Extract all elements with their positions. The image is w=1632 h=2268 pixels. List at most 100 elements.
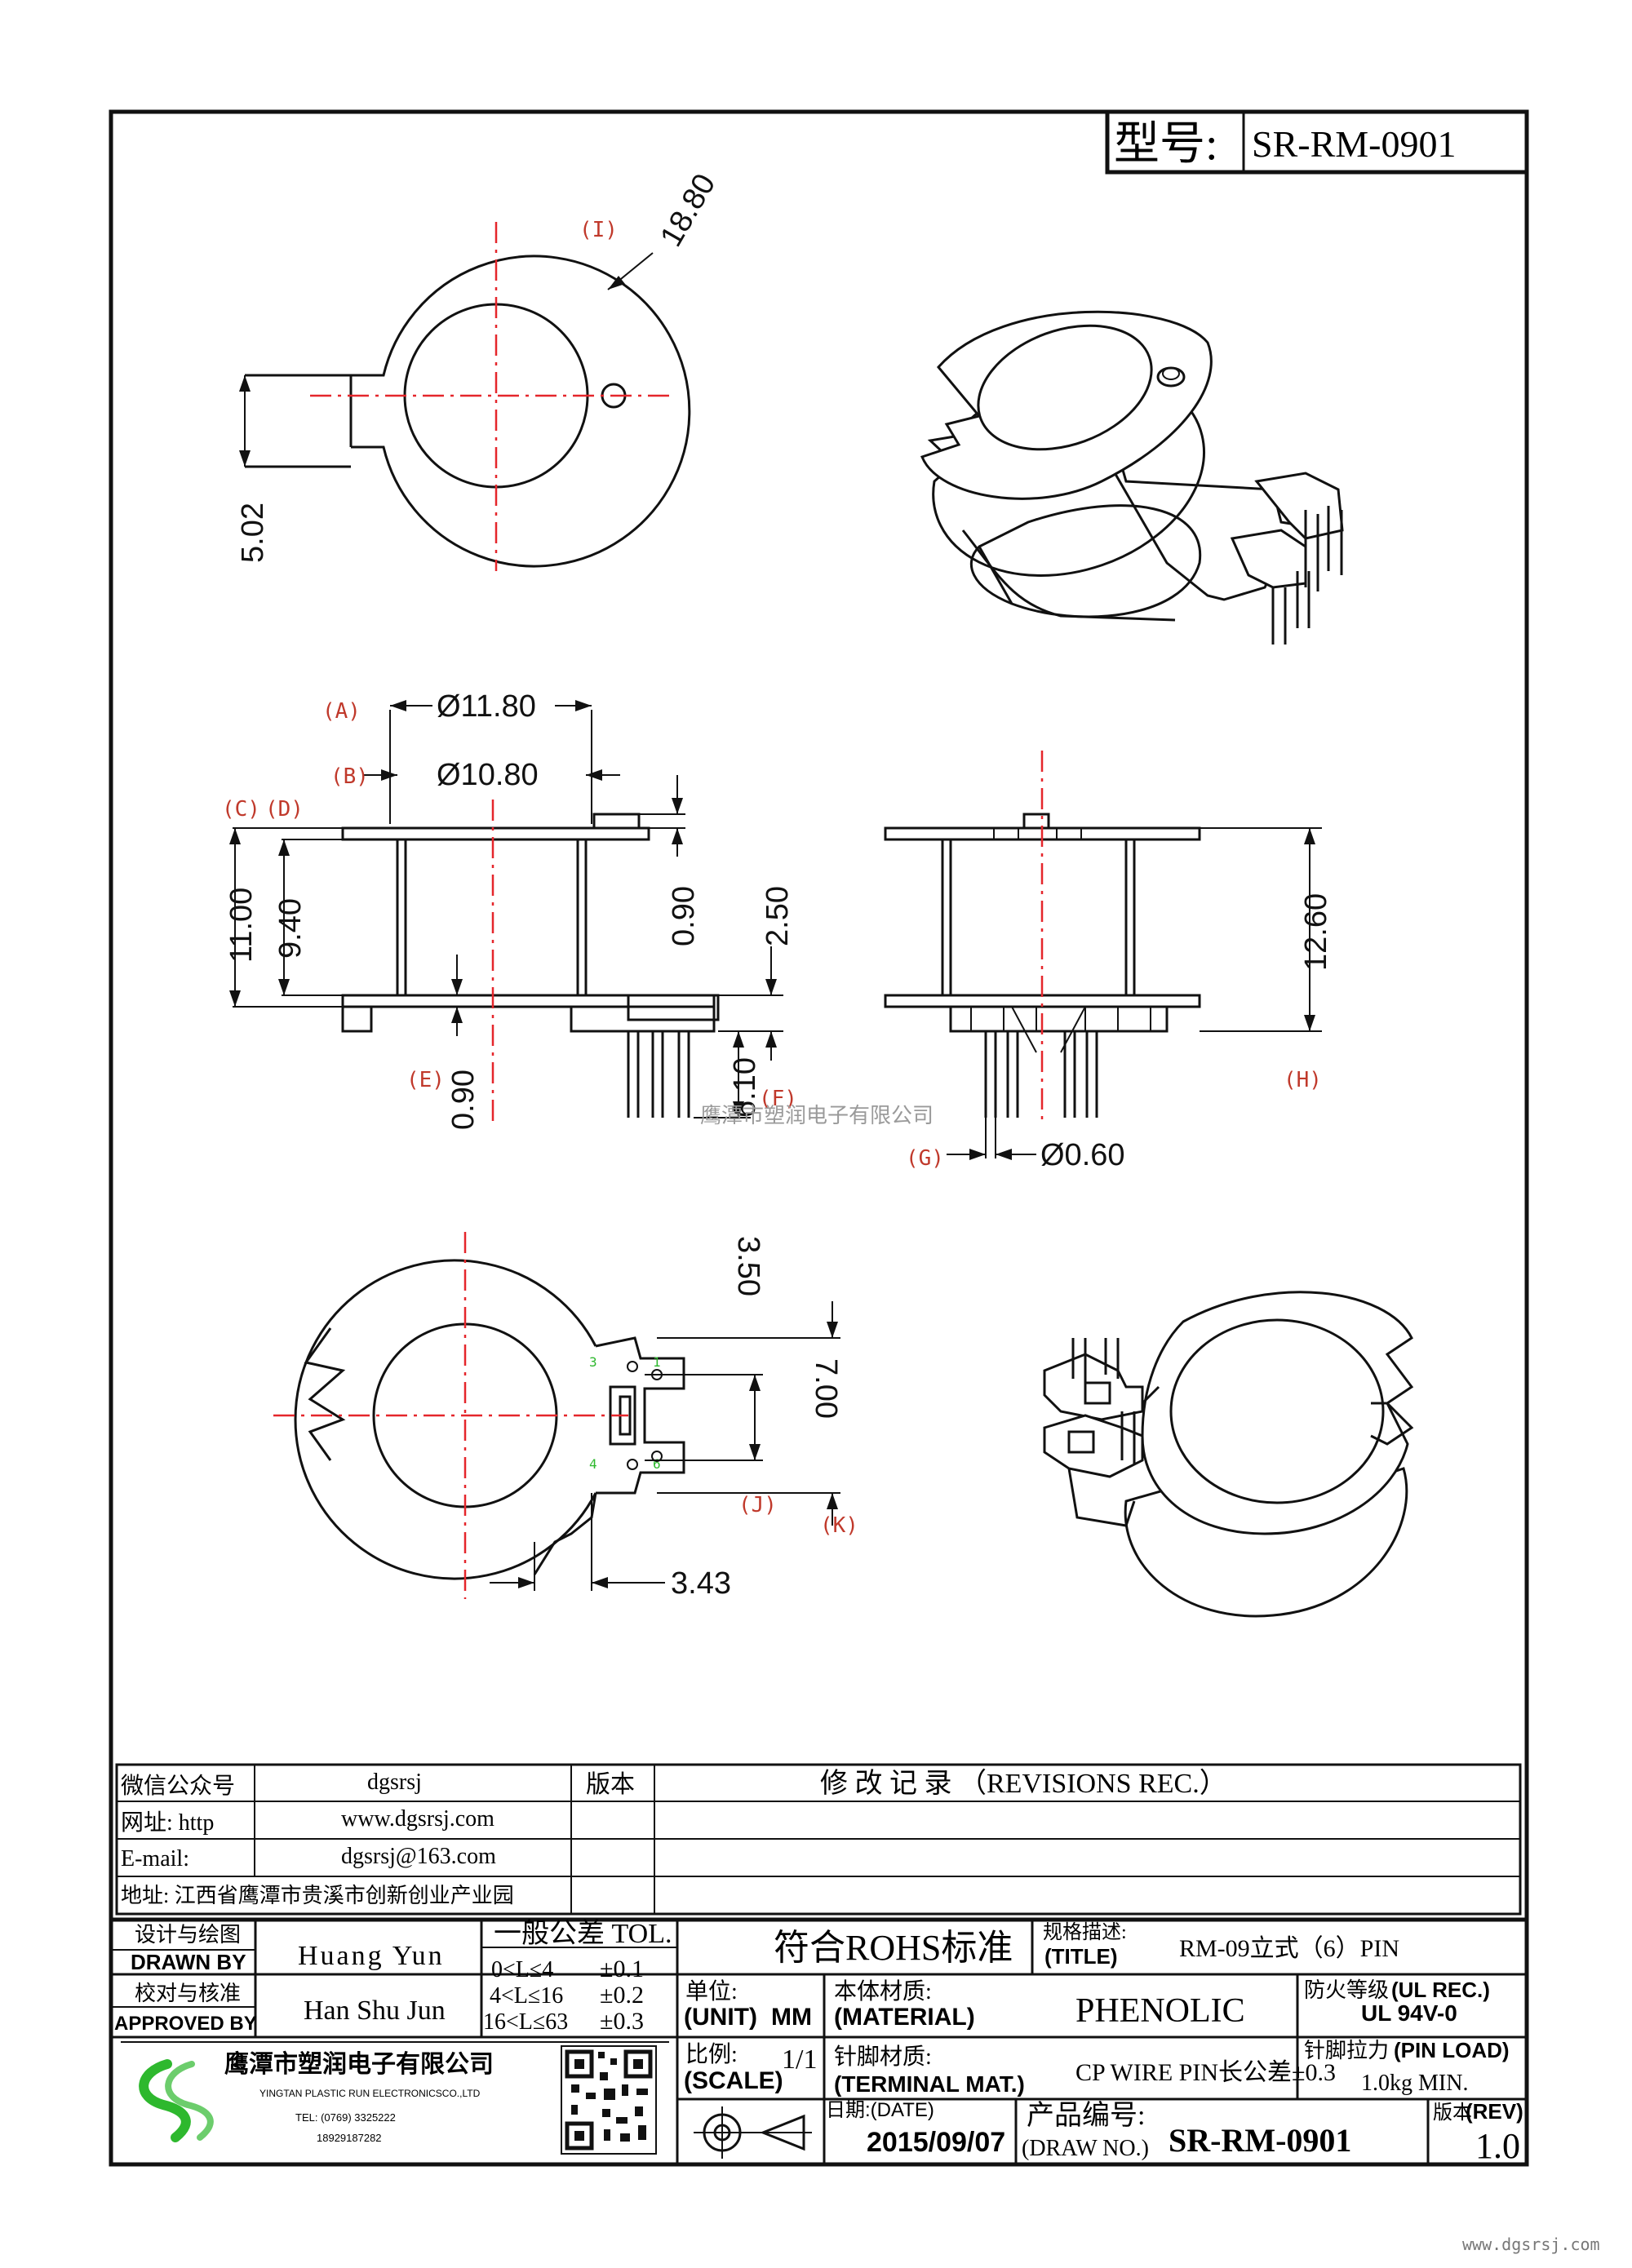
iso-view-lower [1043,1291,1414,1618]
model-label: 型号: [1114,119,1218,170]
web-label: 网址: http [121,1810,214,1836]
material-value: PHENOLIC [1075,1992,1245,2030]
terminal-value: CP WIRE PIN长公差±0.3 [1075,2059,1336,2086]
dim-dia-outer: Ø11.80 [437,689,536,724]
web-value: www.dgsrsj.com [341,1806,494,1832]
label-E: (E) [406,1068,445,1092]
label-D: (D) [265,797,304,822]
tol-range-1: 0<L≤4 [491,1957,553,1982]
unit-en: (UNIT) [684,2004,757,2031]
dim-pin-dia: Ø0.60 [1040,1138,1125,1172]
email-label: E-mail: [121,1846,189,1872]
label-H: (H) [1284,1068,1322,1092]
wechat-label: 微信公众号 [121,1773,235,1799]
dim-base-height: 2.50 [761,886,795,946]
tol-value-3: ±0.3 [600,2008,644,2035]
company-logo-icon [139,2059,214,2142]
footer-url: www.dgsrsj.com [1462,2235,1600,2254]
fire-en: (UL REC.) [1391,1978,1490,2002]
dim-top-slot: 5.02 [236,503,270,563]
contact-revisions-block [115,1763,1522,1916]
rev-value: 1.0 [1475,2126,1520,2166]
label-C: (C) [222,797,260,822]
company-tel: TEL: (0769) 3325222 [295,2111,396,2124]
dim-height-total: 11.00 [224,888,259,963]
watermark: 鹰潭市塑润电子有限公司 [700,1103,934,1127]
rev-cn: 版本 [1433,2102,1472,2124]
unit-value: MM [771,2004,812,2031]
model-header: 型号: SR-RM-0901 [1105,109,1529,175]
email-value: dgsrsj@163.com [341,1844,496,1869]
company-name-cn: 鹰潭市塑润电子有限公司 [224,2050,494,2078]
front-view: Ø11.80 (A) Ø10.80 (B) 11.00 9.40 (C) (D)… [222,689,797,1130]
pin-number-3: 3 [589,1354,597,1370]
material-en: (MATERIAL) [834,2004,975,2031]
label-A: (A) [322,699,361,724]
material-cn: 本体材质: [834,1978,932,2004]
drawno-cn: 产品编号: [1027,2100,1145,2131]
revisions-title: 修 改 记 录 （REVISIONS REC.） [820,1768,1227,1799]
pin-number-4: 4 [589,1456,597,1472]
dim-pin-length: 6.10 [728,1057,762,1118]
date-value: 2015/09/07 [867,2127,1005,2158]
tol-value-2: ±0.2 [600,1982,644,2009]
tol-title: 一般公差 TOL. [494,1918,672,1949]
side-view: 12.60 (H) Ø0.60 (G) [884,751,1333,1172]
model-value: SR-RM-0901 [1252,123,1456,165]
label-K: (K) [820,1513,858,1538]
spec-value: RM-09立式（6）PIN [1179,1935,1399,1962]
terminal-en: (TERMINAL MAT.) [834,2071,1025,2097]
rohs-text: 符合ROHS标准 [774,1928,1013,1968]
address: 地址: 江西省鹰潭市贵溪市创新创业产业园 [121,1884,514,1907]
bottom-view: 3 1 4 6 3.50 7.00 (J) (K) 3.43 [273,1232,858,1601]
dim-height-inner: 9.40 [273,898,308,959]
company-name-en: YINGTAN PLASTIC RUN ELECTRONICSCO.,LTD [259,2088,481,2099]
drawno-value: SR-RM-0901 [1169,2122,1351,2159]
label-B: (B) [330,764,369,789]
drawn-by-value: Huang Yun [298,1941,445,1971]
dim-flange-boss: 0.90 [667,886,701,946]
approved-en: APPROVED BY [114,2013,257,2035]
revision-version-label: 版本 [586,1771,635,1798]
scale-cn: 比例: [685,2041,738,2067]
label-F: (F) [759,1087,797,1111]
company-mobile: 18929187282 [317,2132,382,2144]
date-cn: 日期:(DATE) [826,2099,934,2121]
scale-value: 1/1 [782,2044,817,2075]
approved-value: Han Shu Jun [304,1996,446,2026]
qr-code-icon [561,2045,657,2155]
approved-cn: 校对与核准 [135,1982,241,2005]
iso-view-upper [920,310,1344,645]
dim-pin-row-top: 3.50 [731,1236,765,1296]
drawn-by-cn: 设计与绘图 [135,1923,241,1947]
pin-number-1: 1 [653,1354,661,1370]
rev-en: (REV) [1466,2099,1523,2124]
unit-cn: 单位: [685,1978,738,2004]
tol-value-1: ±0.1 [600,1956,644,1982]
dim-bottom-flange: 0.90 [446,1070,481,1130]
spec-cn: 规格描述: [1043,1921,1127,1943]
drawn-by-en: DRAWN BY [131,1950,246,1974]
pinload-en: (PIN LOAD) [1394,2038,1510,2062]
fire-cn: 防火等级 [1304,1978,1389,2002]
label-J: (J) [738,1493,777,1517]
label-G: (G) [906,1146,944,1171]
dim-pin-pitch: 7.00 [809,1358,843,1419]
pin-number-6: 6 [653,1456,661,1472]
terminal-cn: 针脚材质: [834,2044,932,2070]
dim-side-height: 12.60 [1299,893,1333,971]
dim-dia-inner: Ø10.80 [437,758,539,792]
wechat-value: dgsrsj [367,1770,422,1795]
projection-symbol-icon [694,2106,812,2159]
spec-en: (TITLE) [1044,1944,1118,1969]
pinload-value: 1.0kg MIN. [1361,2071,1468,2096]
pinload-cn: 针脚拉力 [1304,2039,1389,2062]
title-block [109,1917,1529,2167]
tol-range-2: 4<L≤16 [490,1983,563,2009]
drawno-en: (DRAW NO.) [1022,2136,1149,2161]
scale-en: (SCALE) [684,2067,783,2094]
dim-base-offset: 3.43 [671,1566,731,1601]
tol-range-3: 16<L≤63 [483,2009,568,2035]
dim-top-outer-dia: 18.80 [654,168,722,252]
